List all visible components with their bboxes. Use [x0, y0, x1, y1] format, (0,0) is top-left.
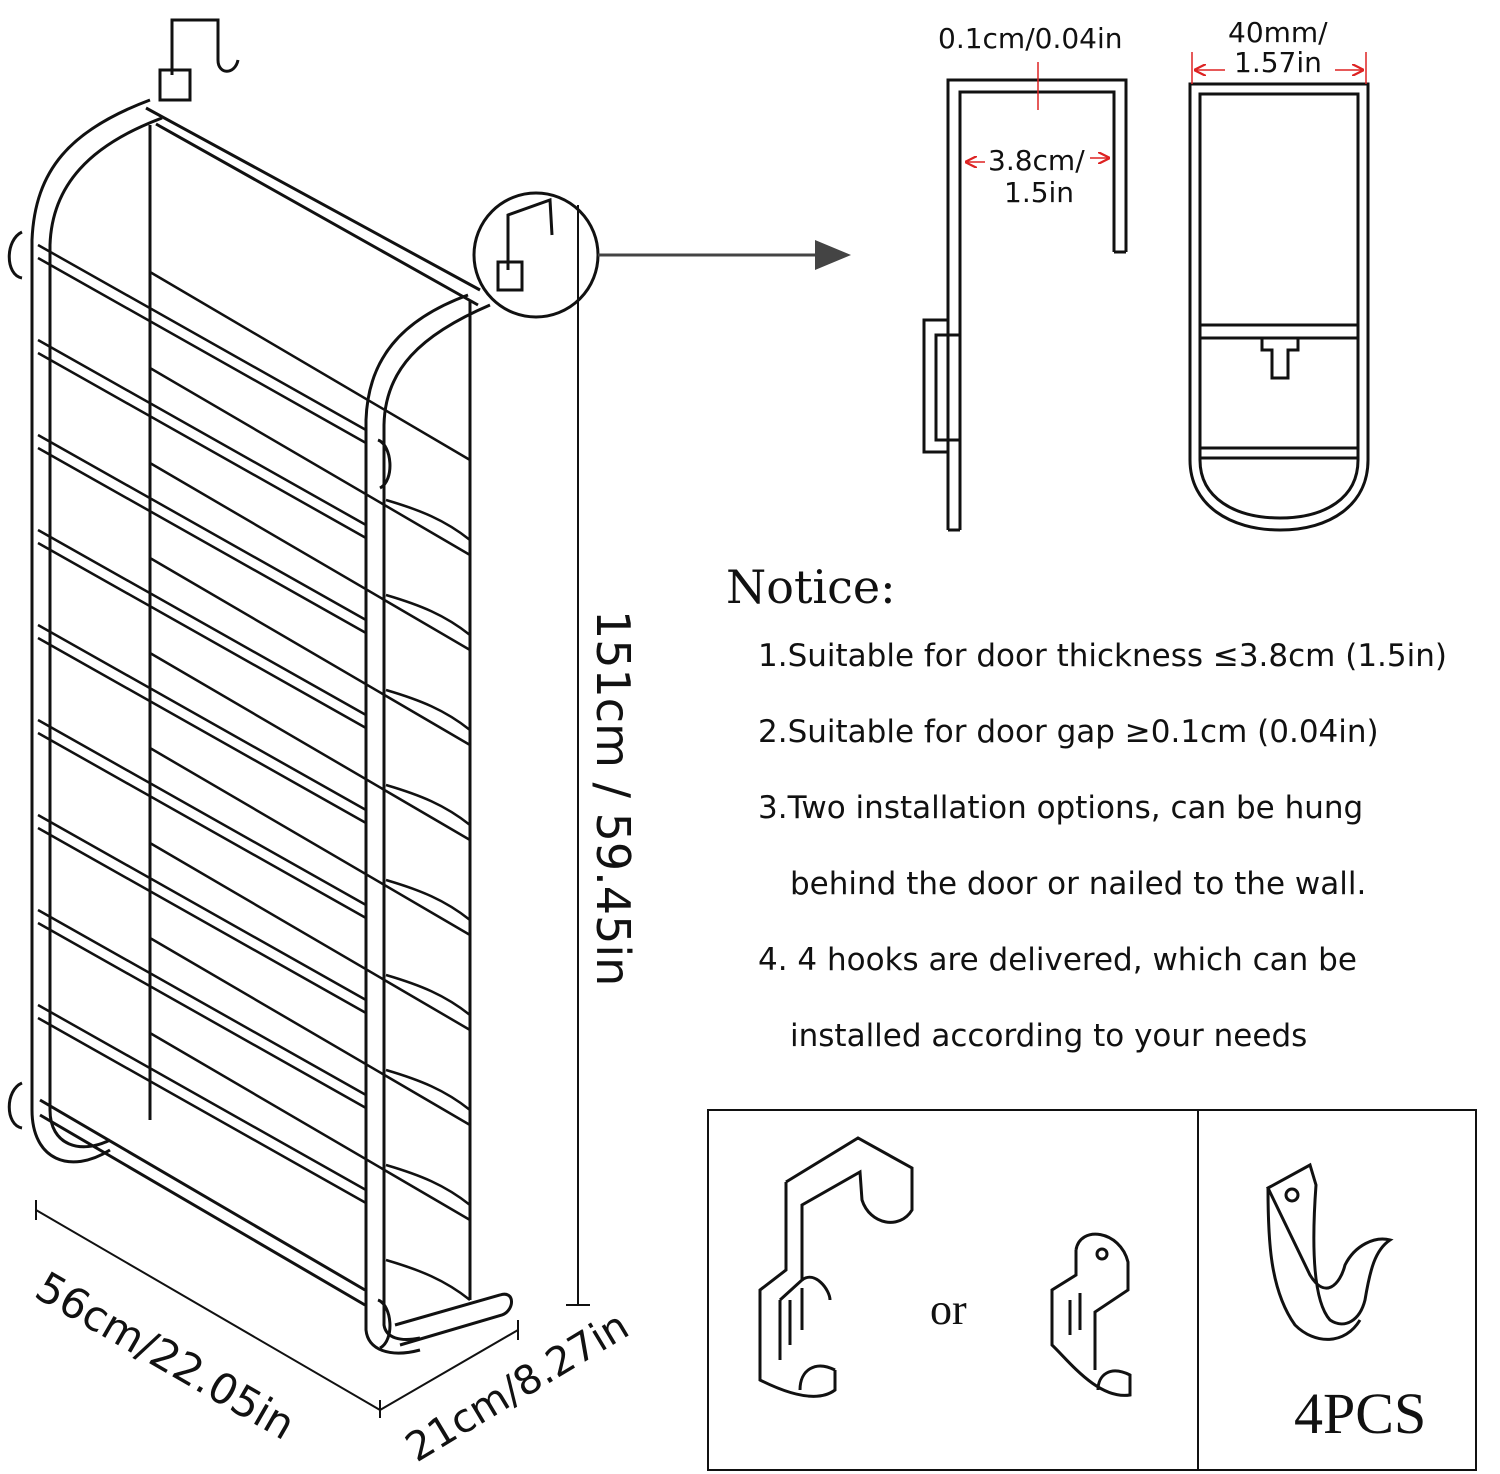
hook-front-view — [1188, 82, 1370, 532]
notice-item-4: 4. 4 hooks are delivered, which can be — [758, 942, 1357, 978]
thickness-dimension-label-top: 3.8cm/ — [988, 144, 1085, 177]
width-dimension-label-top: 40mm/ — [1228, 16, 1328, 49]
width-marker — [1191, 52, 1367, 84]
over-door-hook-large — [758, 1136, 914, 1398]
thickness-marker — [965, 158, 1110, 162]
height-dimension-label: 151cm / 59.45in — [586, 610, 640, 987]
notice-title: Notice: — [726, 560, 896, 614]
over-door-hook-small — [1050, 1232, 1132, 1397]
gap-dimension-label: 0.1cm/0.04in — [938, 22, 1123, 55]
notice-item-4-cont: installed according to your needs — [790, 1018, 1308, 1054]
notice-item-3-cont: behind the door or nailed to the wall. — [790, 866, 1367, 902]
zoom-circle — [472, 191, 600, 319]
hooks-panel-border — [707, 1109, 1477, 1471]
hook-profile-side — [922, 78, 1128, 532]
notice-item-3: 3.Two installation options, can be hung — [758, 790, 1364, 826]
rack-dimension-lines — [35, 205, 590, 1418]
or-label: or — [930, 1285, 967, 1334]
notice-item-1: 1.Suitable for door thickness ≤3.8cm (1.… — [758, 638, 1447, 674]
width-dimension-label-bottom: 1.57in — [1234, 46, 1322, 79]
j-hook — [1266, 1162, 1394, 1341]
notice-item-2: 2.Suitable for door gap ≥0.1cm (0.04in) — [758, 714, 1379, 750]
rack-frame — [7, 18, 513, 1355]
thickness-dimension-label-bottom: 1.5in — [1004, 176, 1075, 209]
hook-count-label: 4PCS — [1294, 1381, 1427, 1446]
rack-shelves — [37, 243, 471, 1301]
